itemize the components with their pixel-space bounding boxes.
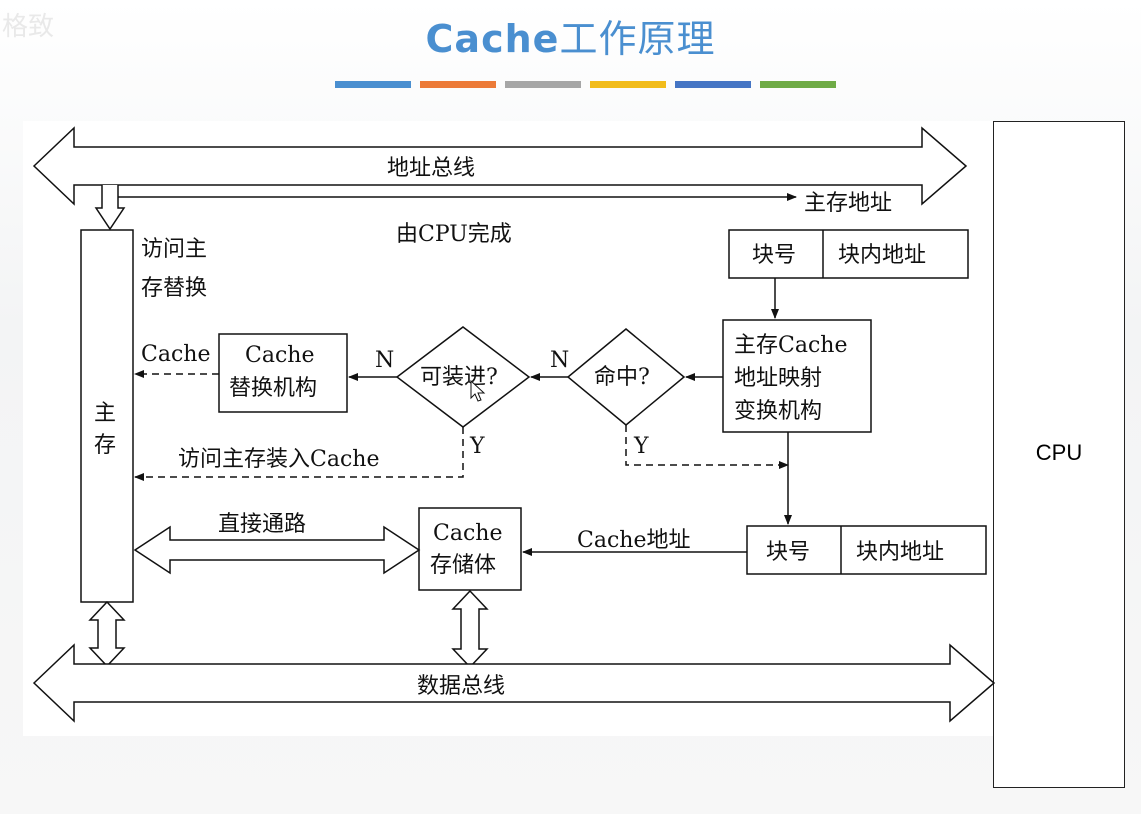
main-memory-address-label: 主存地址: [804, 191, 892, 216]
mapping-label-line3: 变换机构: [734, 399, 822, 424]
hit-yes-label: Y: [633, 434, 649, 459]
cache-storage-label-line1: Cache: [433, 521, 502, 546]
slide-title: Cache工作原理: [0, 8, 1141, 63]
hit-yes-dashed: [625, 425, 789, 469]
accent-bar-5: [675, 81, 751, 88]
cpu-address-offset-label: 块内地址: [838, 243, 926, 268]
mapping-label-line2: 地址映射: [734, 366, 822, 391]
cache-storage-box: [418, 507, 522, 591]
replacement-label-line1: Cache: [245, 343, 314, 368]
accent-bar-2: [420, 81, 496, 88]
main-memory-label-line2: 存: [94, 433, 116, 458]
mouse-cursor-icon: [470, 379, 486, 402]
data-bus-label: 数据总线: [417, 674, 505, 699]
address-bus-arrow: [32, 126, 968, 206]
slide-title-latin: Cache: [425, 17, 560, 61]
cache-replacement-box: [218, 333, 348, 413]
cpu-label: CPU: [1035, 440, 1083, 465]
hit-question-label: 命中?: [594, 365, 650, 390]
data-bus-arrow: [32, 643, 996, 723]
address-bus-to-memory-arrow: [94, 185, 126, 231]
accent-bar-3: [505, 81, 581, 88]
loadable-question-label: 可装进?: [420, 365, 498, 390]
cpu-box: CPU: [993, 121, 1125, 788]
title-accent-bars: [335, 81, 836, 88]
replacement-label-line2: 替换机构: [229, 376, 317, 401]
loadable-yes-label: Y: [469, 434, 485, 459]
cpu-address-block-label: 块号: [752, 243, 796, 268]
cache-address-register: [746, 525, 987, 575]
mapping-label-line1: 主存Cache: [734, 333, 847, 358]
accent-bar-6: [760, 81, 836, 88]
cache-out-label: Cache: [141, 342, 210, 367]
load-into-cache-dashed: [134, 427, 464, 481]
cpu-complete-label: 由CPU完成: [396, 222, 512, 247]
address-mapping-box: [722, 319, 872, 433]
cache-address-offset-label: 块内地址: [856, 540, 944, 565]
hit-no-label: N: [550, 348, 569, 373]
slide-title-cjk: 工作原理: [559, 17, 716, 61]
cpu-address-register: [728, 229, 969, 279]
loadable-no-label: N: [375, 348, 394, 373]
watermark-text: 格致: [2, 12, 55, 42]
accent-bar-4: [590, 81, 666, 88]
accent-bar-1: [335, 81, 411, 88]
access-replace-label-line1: 访问主: [141, 237, 207, 262]
direct-path-arrow: [133, 525, 421, 575]
access-replace-label-line2: 存替换: [141, 276, 207, 301]
direct-path-label: 直接通路: [218, 512, 306, 537]
main-memory-label-line1: 主: [94, 401, 116, 426]
main-memory-box: [80, 229, 134, 603]
address-bus-label: 地址总线: [387, 156, 475, 181]
cache-address-label: Cache地址: [577, 528, 690, 553]
cache-address-block-label: 块号: [766, 540, 810, 565]
cache-storage-label-line2: 存储体: [430, 553, 496, 578]
memory-data-bus-arrow: [88, 600, 126, 668]
load-into-cache-label: 访问主存装入Cache: [178, 447, 379, 472]
cache-data-bus-arrow: [451, 589, 489, 669]
